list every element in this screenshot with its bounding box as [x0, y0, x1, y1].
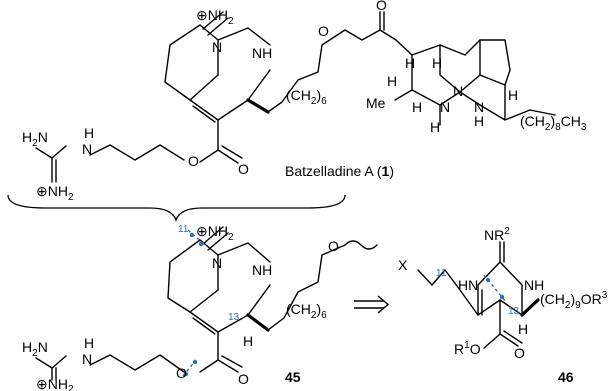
retrosynthesis-brace	[7, 194, 346, 223]
c46-chain-label: (CH2)9OR3	[540, 290, 608, 311]
c45-ether-o-label: O	[328, 238, 339, 254]
h3-label: H	[387, 73, 397, 89]
h2n-label: H2N	[22, 129, 48, 149]
methyl-label: Me	[366, 95, 386, 111]
c45-guanidine-n-label: N	[82, 351, 92, 367]
c45-nh-label: NH	[252, 262, 272, 278]
ester-o-label: O	[188, 153, 199, 169]
h5-label: H	[430, 119, 440, 135]
c45-guanidinium-nh2-label: ⊕NH2	[196, 223, 234, 243]
guanidine-n-label: N	[82, 141, 92, 157]
c46-h-label: H	[518, 321, 528, 337]
compound-46-number: 46	[558, 369, 574, 385]
cut-dot-ester-a	[183, 371, 189, 377]
c46-x-label: X	[398, 257, 408, 273]
c46-cut-dot-b	[499, 294, 505, 300]
c46-cut-dot-a	[485, 277, 491, 283]
c46-r1o-label: R1O	[454, 340, 481, 357]
guanidinium-nh2-label: ⊕NH2	[196, 7, 234, 27]
nh-label: NH	[252, 45, 272, 61]
h6-label: H	[474, 113, 484, 129]
chain-ch2-6-label: (CH2)6	[286, 87, 327, 107]
c46-nr2-label: NR2	[484, 226, 510, 243]
guanidine-nh2-plus-label: ⊕NH2	[36, 183, 74, 203]
c46-hn-label: HN	[458, 277, 478, 293]
h1-label: H	[432, 55, 442, 71]
c45-position-11-label: 11	[178, 224, 189, 235]
c45-position-13-label: 13	[228, 312, 240, 323]
compound-45-structure	[35, 226, 378, 381]
nh-b-label: N	[474, 99, 484, 115]
n-plus-label: N	[453, 83, 463, 99]
n-label: N	[212, 39, 222, 55]
compound-45-number: 45	[285, 369, 301, 385]
c45-guanidine-h-label: H	[84, 335, 94, 351]
c46-carbonyl-o-label: O	[514, 345, 525, 361]
c45-chain-label: (CH2)6	[286, 301, 327, 321]
cut-dot-11b	[198, 241, 204, 247]
retrosynthetic-arrow	[354, 295, 390, 314]
chain-ch2-8-ch3-label: (CH2)8CH3	[520, 113, 587, 133]
compound-46-structure	[417, 241, 540, 349]
guanidine-h-label: H	[84, 125, 94, 141]
cut-dot-ester-b	[192, 359, 198, 365]
batzelladine-a-structure	[35, 11, 556, 183]
ester-right-o-label: O	[376, 0, 387, 13]
c46-position-11-label: 11	[436, 268, 447, 279]
c45-carbonyl-o-label: O	[238, 371, 249, 387]
ether-o-label: O	[318, 23, 329, 39]
batzelladine-a-title: Batzelladine A (1)	[285, 163, 394, 179]
nh-a-label: N	[440, 99, 450, 115]
carbonyl-o-label: O	[238, 161, 249, 177]
c45-ester-o-label: O	[176, 365, 187, 381]
h4-label: H	[412, 99, 422, 115]
c46-nh-label: NH	[524, 277, 544, 293]
h7-label: H	[508, 87, 518, 103]
c46-position-13-label: 13	[508, 306, 520, 317]
c45-h-label: H	[243, 333, 253, 349]
cut-dot-11a	[189, 232, 195, 238]
c45-guanidine-nh2-plus-label: ⊕NH2	[36, 376, 74, 391]
c45-n-label: N	[212, 255, 222, 271]
c45-h2n-label: H2N	[22, 339, 48, 359]
h2-label: H	[405, 55, 415, 71]
